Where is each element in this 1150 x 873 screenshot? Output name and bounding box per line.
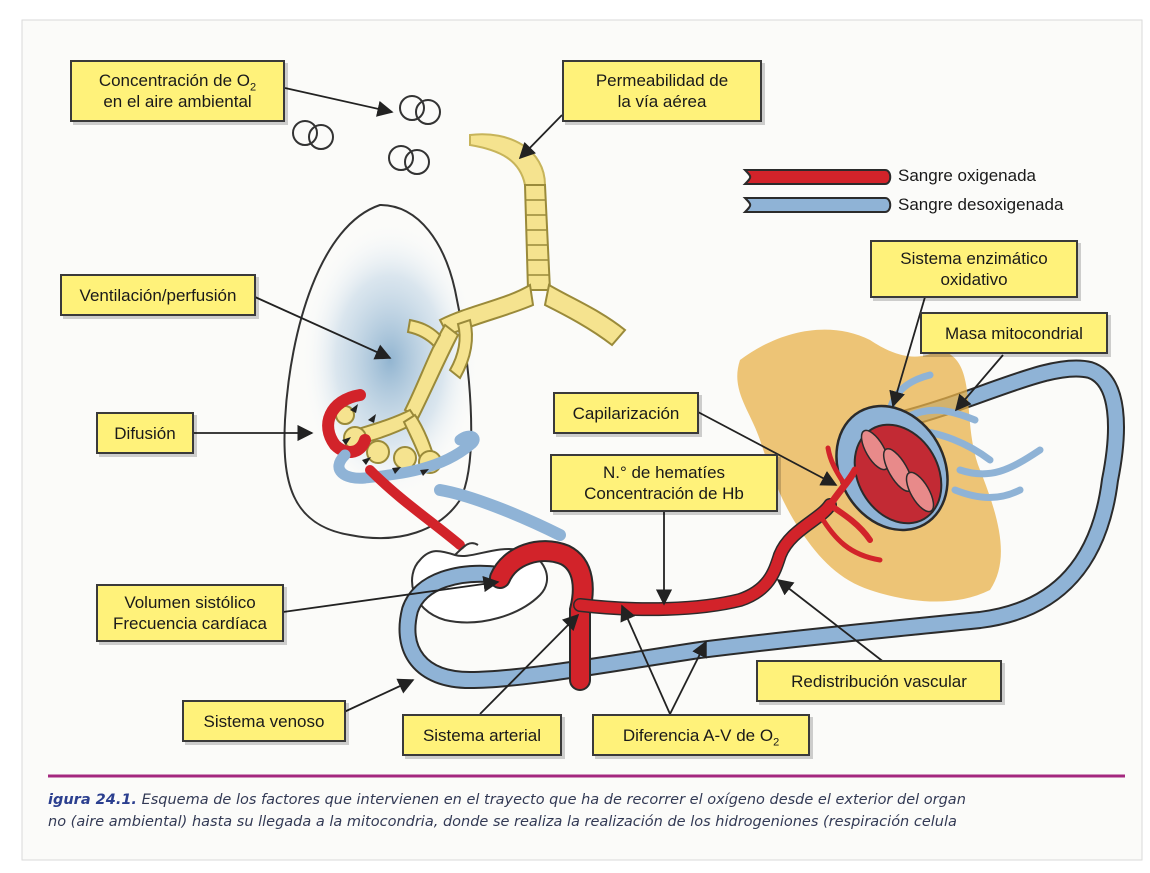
label-enzyme-line2: oxidativo <box>940 269 1007 290</box>
oxygenated-swatch <box>745 170 890 184</box>
label-stroke-line2: Frecuencia cardíaca <box>113 613 267 634</box>
label-venous-system: Sistema venoso <box>182 700 346 742</box>
figure-caption: igura 24.1. Esquema de los factores que … <box>48 789 1138 833</box>
legend-deoxygenated: Sangre desoxigenada <box>898 195 1063 215</box>
label-o2-concentration: Concentración de O2 en el aire ambiental <box>70 60 285 122</box>
label-rbc-line2: Concentración de Hb <box>584 483 744 504</box>
label-av-text: Diferencia A-V de O <box>623 726 773 745</box>
deoxygenated-swatch <box>745 198 890 212</box>
label-ventilation-perfusion: Ventilación/perfusión <box>60 274 256 316</box>
label-enzyme-line1: Sistema enzimático <box>900 248 1047 269</box>
label-airway-line1: Permeabilidad de <box>596 70 728 91</box>
caption-line1-text: Esquema de los factores que intervienen … <box>142 792 966 808</box>
label-ventilation-text: Ventilación/perfusión <box>80 285 237 306</box>
label-av-subscript: 2 <box>773 736 779 748</box>
legend-oxygenated: Sangre oxigenada <box>898 166 1036 186</box>
caption-line2: no (aire ambiental) hasta su llegada a l… <box>48 811 1138 833</box>
label-av-difference: Diferencia A-V de O2 <box>592 714 810 756</box>
label-mitochondrial-mass: Masa mitocondrial <box>920 312 1108 354</box>
label-enzyme-system: Sistema enzimático oxidativo <box>870 240 1078 298</box>
caption-figure-number: igura 24.1. <box>48 792 137 808</box>
label-capillarization-text: Capilarización <box>573 403 680 424</box>
label-diffusion: Difusión <box>96 412 194 454</box>
label-arterial-system: Sistema arterial <box>402 714 562 756</box>
label-venous-text: Sistema venoso <box>204 711 325 732</box>
label-mito-text: Masa mitocondrial <box>945 323 1083 344</box>
label-redistribution-text: Redistribución vascular <box>791 671 967 692</box>
label-o2-line2: en el aire ambiental <box>103 91 251 112</box>
label-stroke-line1: Volumen sistólico <box>124 592 255 613</box>
label-capillarization: Capilarización <box>553 392 699 434</box>
label-rbc-line1: N.° de hematíes <box>603 462 725 483</box>
label-diffusion-text: Difusión <box>114 423 175 444</box>
caption-line1: igura 24.1. Esquema de los factores que … <box>48 789 1138 811</box>
label-airway-line2: la vía aérea <box>618 91 707 112</box>
label-airway-permeability: Permeabilidad de la vía aérea <box>562 60 762 122</box>
label-vascular-redistribution: Redistribución vascular <box>756 660 1002 702</box>
label-stroke-volume: Volumen sistólico Frecuencia cardíaca <box>96 584 284 642</box>
label-o2-text: Concentración de O <box>99 71 250 90</box>
label-red-cells: N.° de hematíes Concentración de Hb <box>550 454 778 512</box>
label-arterial-text: Sistema arterial <box>423 725 541 746</box>
